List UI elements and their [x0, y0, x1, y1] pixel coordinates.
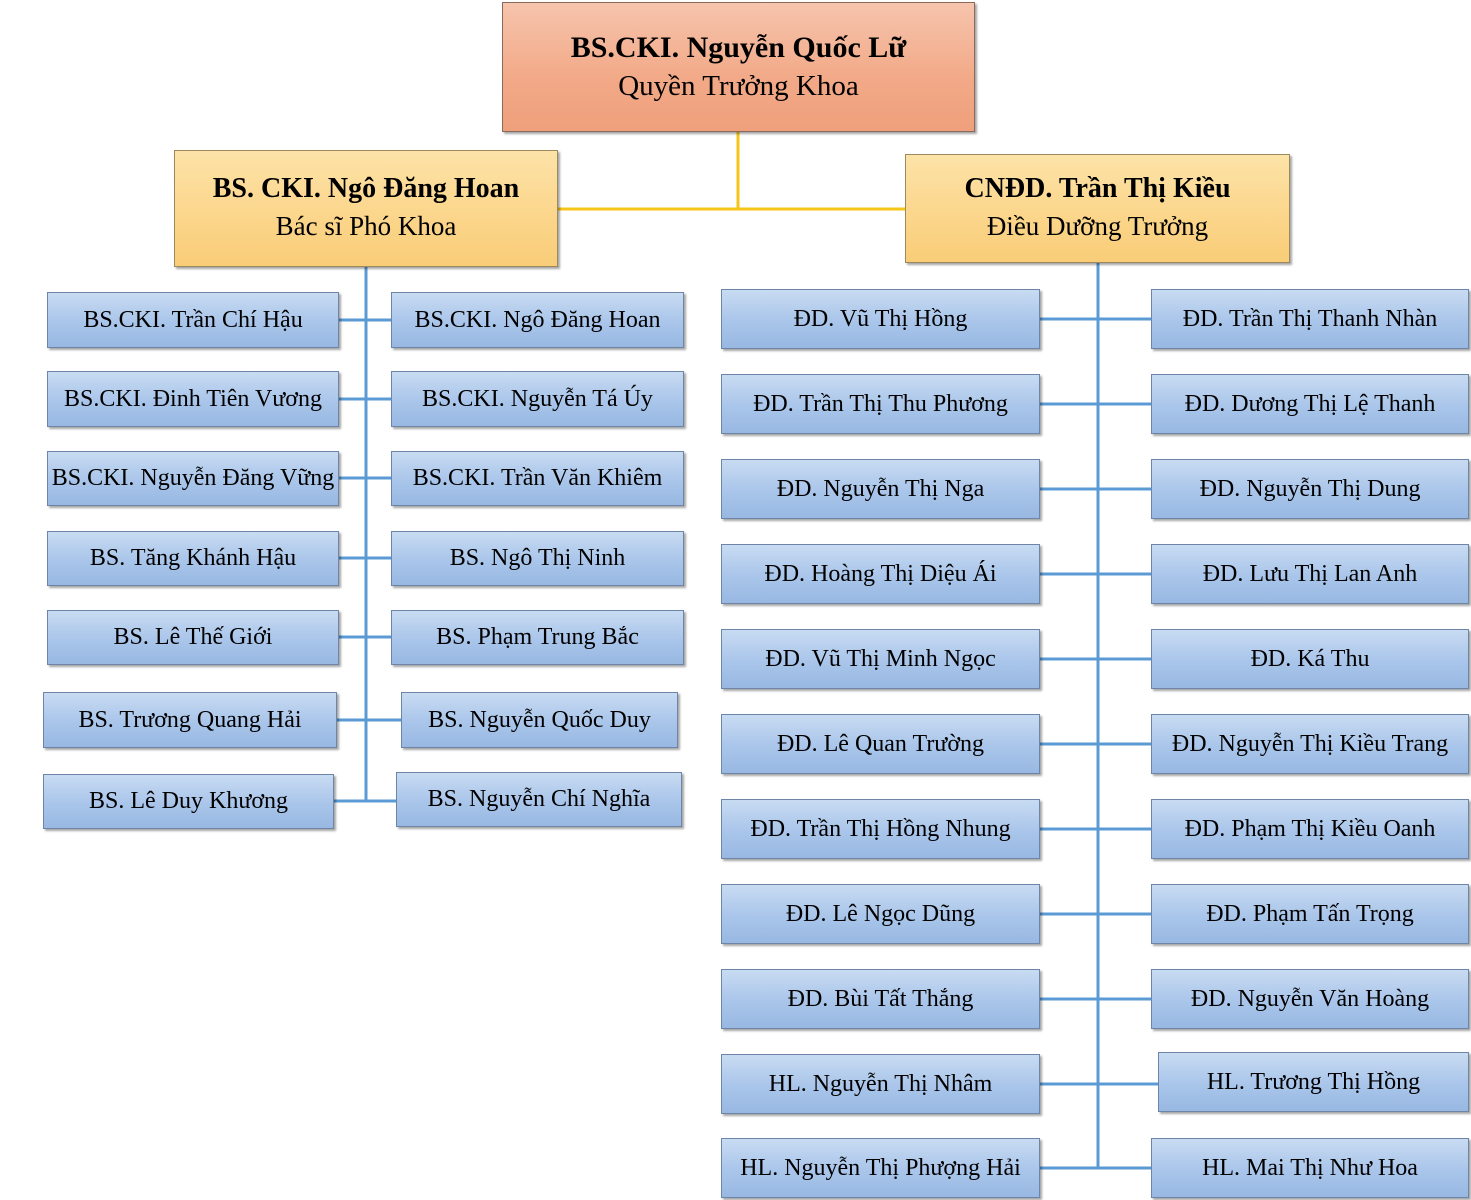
member-label: ĐD. Nguyễn Văn Hoàng — [1190, 985, 1430, 1012]
member-label: ĐD. Lê Ngọc Dũng — [785, 900, 976, 927]
member-label: ĐD. Lê Quan Trường — [776, 730, 985, 757]
member-label: BS. Ngô Thị Ninh — [449, 545, 626, 571]
member-label: ĐD. Trần Thị Thu Phương — [753, 390, 1008, 417]
nurse-right-1: ĐD. Trần Thị Thanh Nhàn — [1151, 289, 1469, 349]
nurse-left-11: HL. Nguyễn Thị Phượng Hải — [721, 1138, 1040, 1198]
member-label: BS.CKI. Trần Văn Khiêm — [412, 465, 663, 491]
doctor-right-1: BS.CKI. Ngô Đăng Hoan — [391, 292, 684, 348]
doctor-left-1: BS.CKI. Trần Chí Hậu — [47, 292, 339, 348]
member-label: BS.CKI. Đinh Tiên Vương — [64, 385, 322, 412]
member-label: BS. Lê Duy Khương — [88, 788, 289, 814]
member-label: BS.CKI. Ngô Đăng Hoan — [414, 306, 661, 333]
member-label: ĐD. Nguyễn Thị Dung — [1199, 475, 1421, 502]
member-label: ĐD. Dương Thị Lệ Thanh — [1184, 390, 1436, 417]
doctor-right-4: BS. Ngô Thị Ninh — [391, 531, 684, 586]
nurse-left-8: ĐD. Lê Ngọc Dũng — [721, 884, 1040, 944]
member-label: BS.CKI. Nguyễn Đăng Vững — [51, 465, 335, 491]
member-label: BS. Lê Thế Giới — [113, 624, 273, 650]
nurse-right-4: ĐD. Lưu Thị Lan Anh — [1151, 544, 1469, 604]
doctor-left-3: BS.CKI. Nguyễn Đăng Vững — [47, 451, 339, 506]
nurse-right-2: ĐD. Dương Thị Lệ Thanh — [1151, 374, 1469, 434]
nurse-left-5: ĐD. Vũ Thị Minh Ngọc — [721, 629, 1040, 689]
nurse-left-3: ĐD. Nguyễn Thị Nga — [721, 459, 1040, 519]
doctor-right-2: BS.CKI. Nguyễn Tá Úy — [391, 371, 684, 427]
head-nurse-box: CNĐD. Trần Thị Kiều Điều Dưỡng Trưởng — [905, 154, 1290, 263]
doctor-right-7: BS. Nguyễn Chí Nghĩa — [396, 772, 682, 827]
head-nurse-name: CNĐD. Trần Thị Kiều — [964, 173, 1231, 205]
member-label: ĐD. Bùi Tất Thắng — [787, 985, 974, 1012]
nurse-right-11: HL. Mai Thị Như Hoa — [1151, 1138, 1469, 1198]
nurse-left-2: ĐD. Trần Thị Thu Phương — [721, 374, 1040, 434]
deputy-doctor-role: Bác sĩ Phó Khoa — [275, 210, 457, 241]
head-nurse-role: Điều Dưỡng Trưởng — [986, 210, 1209, 241]
nurse-left-4: ĐD. Hoàng Thị Diệu Ái — [721, 544, 1040, 604]
doctor-right-3: BS.CKI. Trần Văn Khiêm — [391, 451, 684, 506]
member-label: ĐD. Nguyễn Thị Kiều Trang — [1171, 730, 1449, 757]
nurse-left-10: HL. Nguyễn Thị Nhâm — [721, 1054, 1040, 1114]
deputy-doctor-name: BS. CKI. Ngô Đăng Hoan — [212, 173, 520, 205]
member-label: BS. Nguyễn Chí Nghĩa — [427, 786, 651, 812]
doctor-left-6: BS. Trương Quang Hải — [43, 692, 337, 748]
nurse-right-3: ĐD. Nguyễn Thị Dung — [1151, 459, 1469, 519]
member-label: BS. Trương Quang Hải — [78, 706, 302, 733]
doctor-right-5: BS. Phạm Trung Bắc — [391, 610, 684, 665]
member-label: ĐD. Trần Thị Thanh Nhàn — [1182, 305, 1438, 332]
nurse-right-10: HL. Trương Thị Hồng — [1158, 1052, 1469, 1112]
nurse-right-9: ĐD. Nguyễn Văn Hoàng — [1151, 969, 1469, 1029]
member-label: HL. Nguyễn Thị Nhâm — [768, 1070, 993, 1097]
member-label: ĐD. Ká Thu — [1250, 645, 1370, 672]
nurse-left-6: ĐD. Lê Quan Trường — [721, 714, 1040, 774]
deputy-doctor-box: BS. CKI. Ngô Đăng Hoan Bác sĩ Phó Khoa — [174, 150, 558, 267]
head-name: BS.CKI. Nguyễn Quốc Lữ — [570, 30, 907, 64]
member-label: ĐD. Hoàng Thị Diệu Ái — [764, 560, 997, 587]
member-label: HL. Mai Thị Như Hoa — [1202, 1154, 1418, 1181]
nurse-right-5: ĐD. Ká Thu — [1151, 629, 1469, 689]
member-label: BS. Nguyễn Quốc Duy — [428, 706, 651, 733]
member-label: BS.CKI. Trần Chí Hậu — [83, 306, 303, 333]
head-role: Quyền Trưởng Khoa — [618, 69, 859, 102]
member-label: ĐD. Phạm Tấn Trọng — [1206, 900, 1414, 927]
member-label: ĐD. Trần Thị Hồng Nhung — [750, 815, 1011, 842]
member-label: HL. Nguyễn Thị Phượng Hải — [740, 1154, 1021, 1181]
doctor-left-5: BS. Lê Thế Giới — [47, 610, 339, 665]
nurse-left-9: ĐD. Bùi Tất Thắng — [721, 969, 1040, 1029]
member-label: ĐD. Phạm Thị Kiều Oanh — [1184, 815, 1436, 842]
head-box: BS.CKI. Nguyễn Quốc Lữ Quyền Trưởng Khoa — [502, 2, 975, 132]
member-label: HL. Trương Thị Hồng — [1206, 1068, 1421, 1095]
doctor-left-7: BS. Lê Duy Khương — [43, 774, 334, 829]
member-label: ĐD. Lưu Thị Lan Anh — [1202, 560, 1418, 587]
nurse-right-7: ĐD. Phạm Thị Kiều Oanh — [1151, 799, 1469, 859]
nurse-right-8: ĐD. Phạm Tấn Trọng — [1151, 884, 1469, 944]
member-label: BS.CKI. Nguyễn Tá Úy — [422, 385, 653, 412]
doctor-left-4: BS. Tăng Khánh Hậu — [47, 531, 339, 586]
nurse-left-7: ĐD. Trần Thị Hồng Nhung — [721, 799, 1040, 859]
doctor-left-2: BS.CKI. Đinh Tiên Vương — [47, 371, 339, 427]
nurse-left-1: ĐD. Vũ Thị Hồng — [721, 289, 1040, 349]
member-label: ĐD. Vũ Thị Minh Ngọc — [765, 645, 996, 672]
doctor-right-6: BS. Nguyễn Quốc Duy — [401, 692, 678, 748]
member-label: BS. Phạm Trung Bắc — [436, 624, 639, 650]
member-label: BS. Tăng Khánh Hậu — [89, 545, 297, 571]
member-label: ĐD. Nguyễn Thị Nga — [776, 475, 985, 502]
member-label: ĐD. Vũ Thị Hồng — [793, 305, 968, 332]
nurse-right-6: ĐD. Nguyễn Thị Kiều Trang — [1151, 714, 1469, 774]
